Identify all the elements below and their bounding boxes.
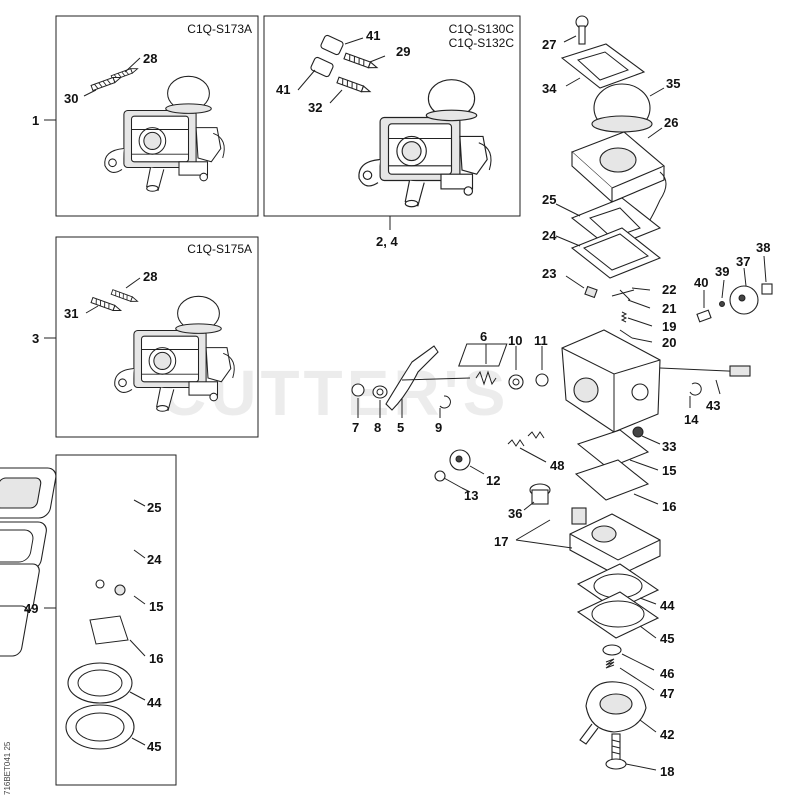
label-7: 7	[352, 420, 359, 435]
label-22: 22	[662, 282, 676, 297]
label-21: 21	[662, 301, 676, 316]
label-12: 12	[486, 473, 500, 488]
label-35: 35	[666, 76, 680, 91]
label-31: 31	[64, 306, 78, 321]
box2-code-2: C1Q-S132C	[449, 36, 515, 50]
label-41b: 41	[276, 82, 290, 97]
callout-labels: 1 28 30 41 29 41 32 2, 4 3 28 31 49 25 2…	[24, 28, 770, 779]
label-20: 20	[662, 335, 676, 350]
label-48: 48	[550, 458, 564, 473]
exploded-view	[351, 15, 773, 771]
label-36: 36	[508, 506, 522, 521]
kit-box	[0, 454, 177, 786]
kit-label-25: 25	[147, 500, 161, 515]
label-18: 18	[660, 764, 674, 779]
label-5: 5	[397, 420, 404, 435]
label-40: 40	[694, 275, 708, 290]
label-32: 32	[308, 100, 322, 115]
label-8: 8	[374, 420, 381, 435]
drawing-code: 716BET041 25	[3, 741, 12, 795]
label-44: 44	[660, 598, 675, 613]
label-29: 29	[396, 44, 410, 59]
kit-label-15: 15	[149, 599, 163, 614]
label-28a: 28	[143, 51, 157, 66]
variant-box-3: C1Q-S175A	[55, 236, 259, 438]
label-26: 26	[664, 115, 678, 130]
label-49: 49	[24, 601, 38, 616]
label-27: 27	[542, 37, 556, 52]
label-34: 34	[542, 81, 557, 96]
kit-label-45: 45	[147, 739, 161, 754]
label-1: 1	[32, 113, 39, 128]
label-3: 3	[32, 331, 39, 346]
label-30: 30	[64, 91, 78, 106]
label-24: 24	[542, 228, 557, 243]
variant-box-1: C1Q-S173A	[55, 15, 259, 217]
label-41a: 41	[366, 28, 380, 43]
label-16: 16	[662, 499, 676, 514]
label-46: 46	[660, 666, 674, 681]
label-6: 6	[480, 329, 487, 344]
label-38: 38	[756, 240, 770, 255]
label-9: 9	[435, 420, 442, 435]
box2-code-1: C1Q-S130C	[449, 22, 515, 36]
label-17: 17	[494, 534, 508, 549]
label-33: 33	[662, 439, 676, 454]
label-14: 14	[684, 412, 699, 427]
kit-label-16: 16	[149, 651, 163, 666]
label-25: 25	[542, 192, 556, 207]
label-15: 15	[662, 463, 676, 478]
box1-code: C1Q-S173A	[187, 22, 252, 36]
label-28b: 28	[143, 269, 157, 284]
box3-code: C1Q-S175A	[187, 242, 252, 256]
label-45: 45	[660, 631, 674, 646]
label-19: 19	[662, 319, 676, 334]
variant-box-2: C1Q-S130C C1Q-S132C	[263, 15, 521, 217]
label-23: 23	[542, 266, 556, 281]
label-47: 47	[660, 686, 674, 701]
label-37: 37	[736, 254, 750, 269]
label-2-4: 2, 4	[376, 234, 398, 249]
kit-label-24: 24	[147, 552, 162, 567]
label-43: 43	[706, 398, 720, 413]
kit-label-44: 44	[147, 695, 162, 710]
label-13: 13	[464, 488, 478, 503]
label-42: 42	[660, 727, 674, 742]
label-39: 39	[715, 264, 729, 279]
label-10: 10	[508, 333, 522, 348]
label-11: 11	[534, 333, 548, 348]
